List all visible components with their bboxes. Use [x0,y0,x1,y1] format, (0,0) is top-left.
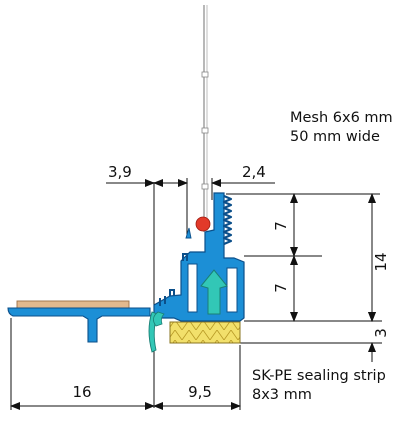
seal-note-line1: SK-PE sealing strip [252,368,386,384]
dim-strip-height-label: 3 [372,328,390,338]
main-profile [153,192,245,322]
mesh-note-line2: 50 mm wide [290,129,380,145]
dim-foot-width-label: 9,5 [188,383,212,401]
dim-gap-left-label: 3,9 [108,163,132,181]
dim-base-width-label: 16 [72,383,91,401]
seal-bead [195,216,211,232]
seal-note-line2: 8x3 mm [252,387,312,403]
mesh-strip [201,5,209,232]
sealing-strip [169,321,241,344]
dim-total-height-label: 14 [372,252,390,271]
insert-wedge [200,269,228,315]
dim-gap-right-label: 2,4 [242,163,266,181]
dimension-lines [10,179,376,410]
dim-lower-height-label: 7 [272,283,290,293]
base-panel [7,300,151,343]
mesh-note-line1: Mesh 6x6 mm [290,110,393,126]
dim-upper-height-label: 7 [272,221,290,231]
extension-lines [10,178,382,410]
side-lip-tip [153,311,165,327]
